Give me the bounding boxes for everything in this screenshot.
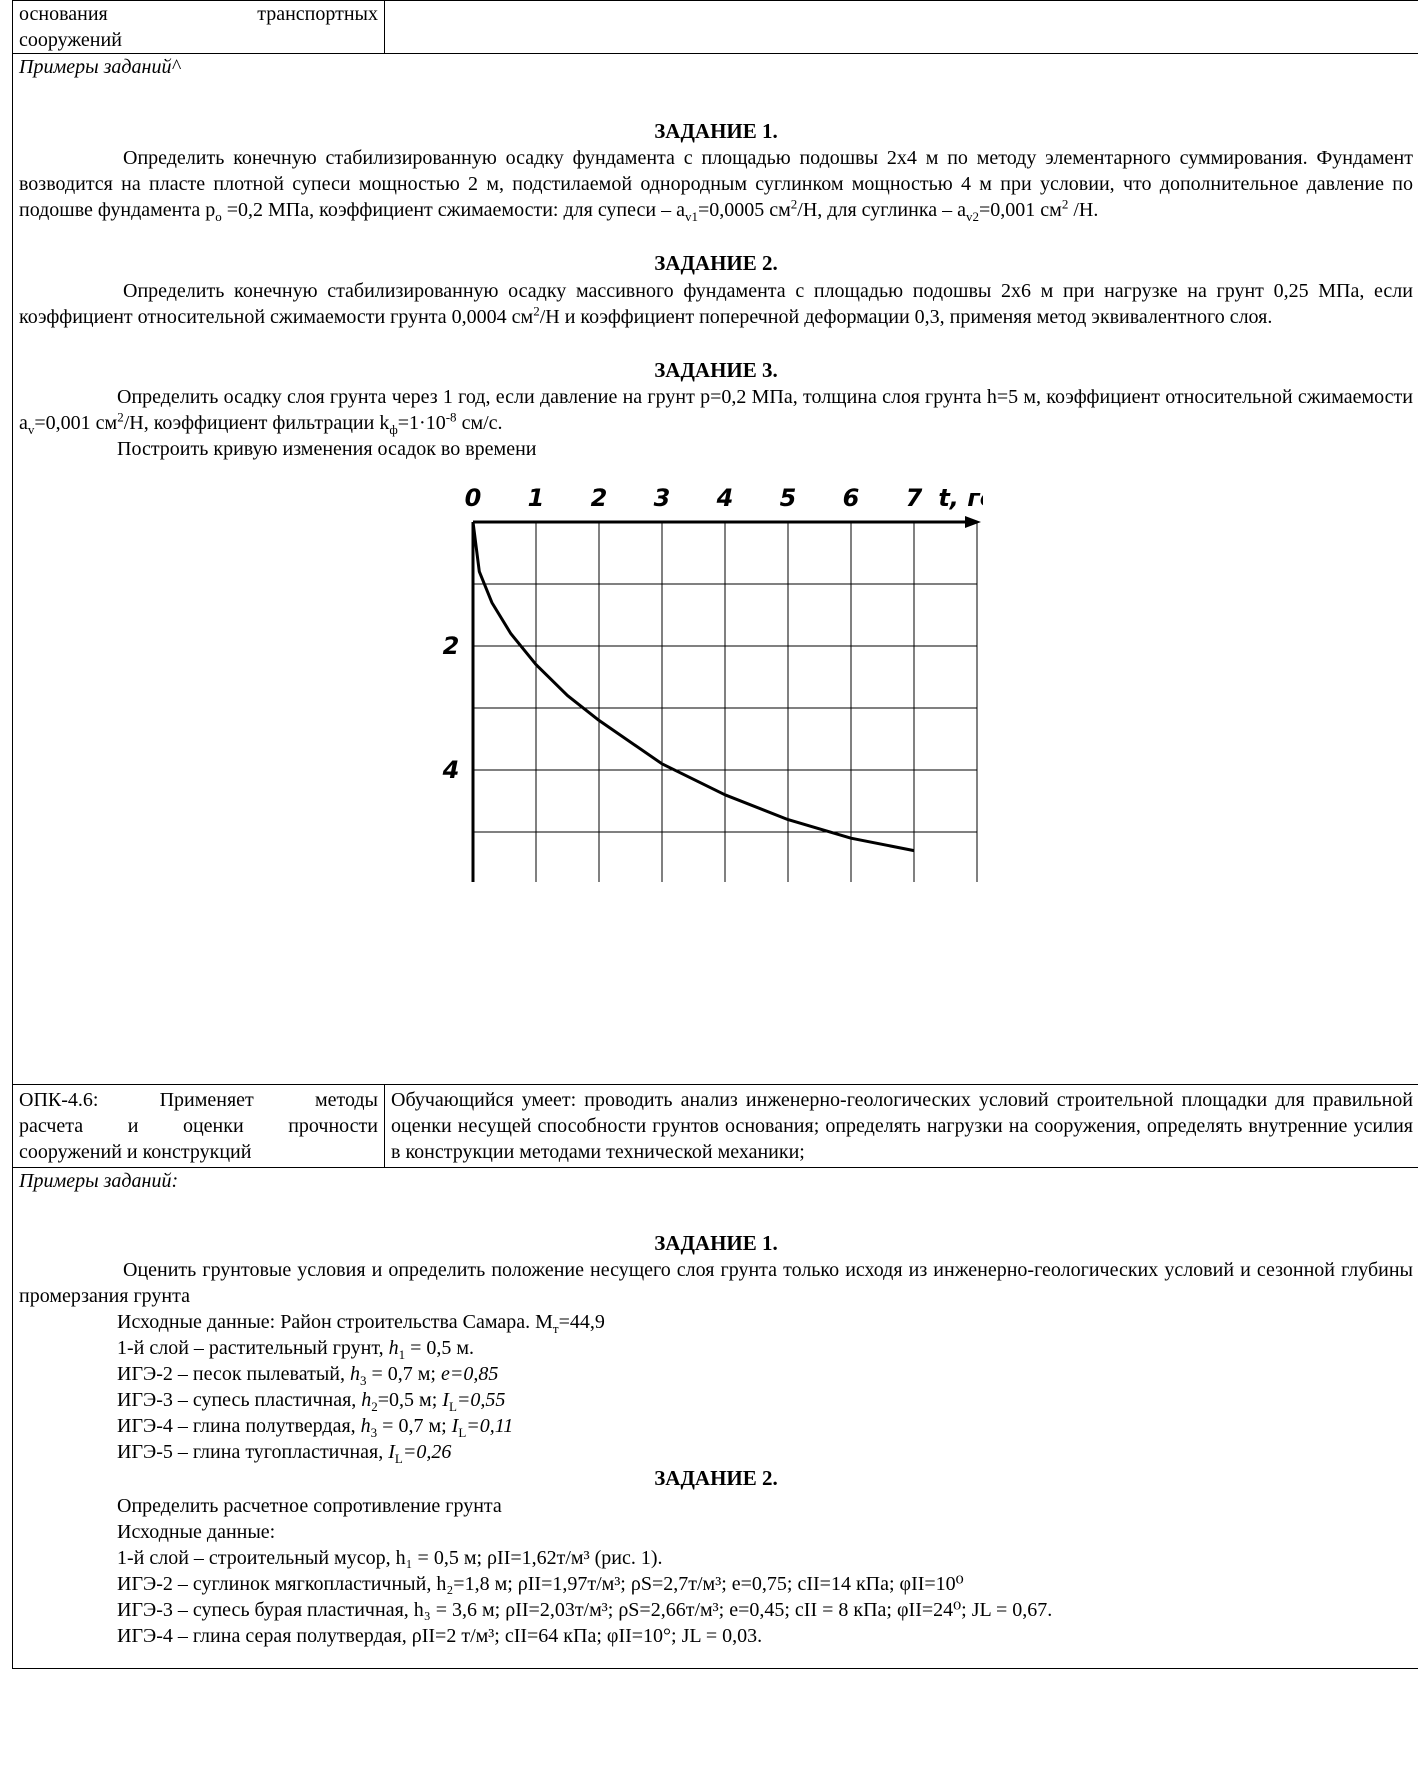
task-title: ЗАДАНИЕ 2. — [654, 1466, 778, 1491]
competency-text-line: ОПК-4.6: Применяет методы — [19, 1089, 378, 1111]
table-row: Примеры заданий: ЗАДАНИЕ 1. Оценить грун… — [12, 1167, 1418, 1669]
source-data: Исходные данные: Район строительства Сам… — [117, 1311, 605, 1337]
source-data: Исходные данные: — [117, 1520, 276, 1543]
layer-line: ИГЭ-5 – глина тугопластичная, IL=0,26 — [117, 1441, 452, 1467]
y-tick-label: 4 — [442, 756, 460, 784]
examples-section-2: Примеры заданий: ЗАДАНИЕ 1. Оценить грун… — [12, 1167, 1418, 1669]
table-row: основания транспортных сооружений — [12, 0, 1418, 54]
x-tick-label: 1 — [528, 484, 545, 512]
chart-svg: 0 1 2 3 4 5 6 7 t, год 2 4 6 — [442, 484, 983, 882]
task-text: Оценить грунтовые условия и определить п… — [19, 1259, 1413, 1308]
competency-table: основания транспортных сооружений Пример… — [12, 0, 1418, 1669]
competency-cell: основания транспортных сооружений — [12, 0, 385, 54]
task-text: Определить конечную стабилизированную ос… — [19, 147, 1413, 225]
y-tick-label: 6 — [443, 880, 460, 882]
task-title: ЗАДАНИЕ 1. — [654, 119, 778, 143]
competency-text-line: сооружений — [19, 29, 122, 51]
task-title: ЗАДАНИЕ 3. — [654, 357, 778, 382]
table-row: Примеры заданий^ ЗАДАНИЕ 1. Определить к… — [12, 53, 1418, 1085]
layer-line: 1-й слой – растительный грунт, h1 = 0,5 … — [117, 1337, 474, 1363]
x-axis-arrow — [965, 515, 981, 528]
x-tick-label: 6 — [843, 484, 860, 512]
task-text: Определить конечную стабилизированную ос… — [19, 279, 1413, 328]
examples-label: Примеры заданий: — [19, 1170, 179, 1192]
settlement-curve — [471, 521, 915, 852]
competency-cell: ОПК-4.6: Применяет методы расчета и оцен… — [12, 1084, 385, 1168]
task-text: Определить расчетное сопротивление грунт… — [117, 1494, 502, 1517]
description-cell — [384, 0, 1418, 54]
competency-text-line: расчета и оценки прочности — [19, 1115, 378, 1137]
x-tick-label: 5 — [780, 484, 797, 512]
task-title: ЗАДАНИЕ 2. — [654, 251, 778, 276]
description-cell: Обучающийся умеет: проводить анализ инже… — [384, 1084, 1418, 1168]
task-text: Определить осадку слоя грунта через 1 го… — [19, 385, 1413, 437]
y-tick-label: 2 — [443, 632, 460, 660]
layer-line: ИГЭ-2 – суглинок мягкопластичный, h₂=1,8… — [117, 1572, 964, 1595]
x-tick-label: 4 — [716, 484, 734, 512]
task-title: ЗАДАНИЕ 1. — [654, 1231, 778, 1255]
examples-section-1: Примеры заданий^ ЗАДАНИЕ 1. Определить к… — [12, 53, 1418, 1085]
x-axis-label: t, год — [938, 484, 983, 512]
x-tick-label: 3 — [654, 484, 671, 512]
x-tick-label: 7 — [906, 484, 923, 512]
x-tick-label: 2 — [591, 484, 608, 512]
layer-line: ИГЭ-4 – глина серая полутвердая, ρII=2 т… — [117, 1624, 763, 1647]
competency-text-line: основания транспортных — [19, 3, 378, 25]
layer-line: ИГЭ-2 – песок пылеватый, h3 = 0,7 м; e=0… — [117, 1363, 499, 1389]
table-row: ОПК-4.6: Применяет методы расчета и оцен… — [12, 1084, 1418, 1168]
task-text: Построить кривую изменения осадок во вре… — [117, 437, 537, 460]
layer-line: ИГЭ-3 – супесь пластичная, h2=0,5 м; IL=… — [117, 1389, 506, 1415]
layer-line: 1-й слой – строительный мусор, h₁ = 0,5 … — [117, 1546, 663, 1569]
examples-label: Примеры заданий^ — [19, 56, 180, 78]
x-tick-label: 0 — [465, 484, 482, 512]
layer-line: ИГЭ-4 – глина полутвердая, h3 = 0,7 м; I… — [117, 1415, 514, 1441]
settlement-chart: 0 1 2 3 4 5 6 7 t, год 2 4 6 — [19, 462, 1413, 882]
layer-line: ИГЭ-3 – супесь бурая пластичная, h₃ = 3,… — [117, 1598, 1053, 1621]
competency-text-line: сооружений и конструкций — [19, 1141, 252, 1163]
